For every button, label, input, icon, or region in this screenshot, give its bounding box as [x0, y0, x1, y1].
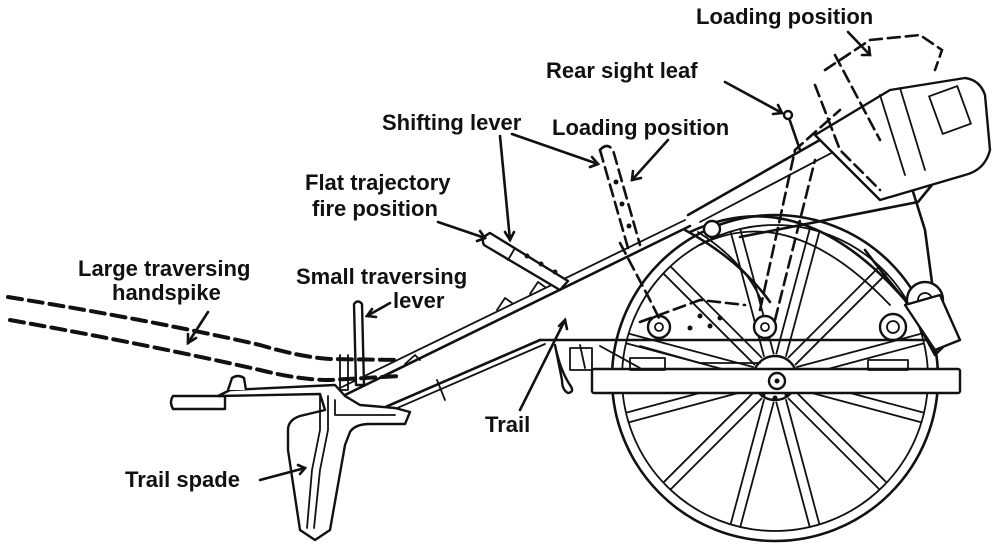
- label-small-traversing-line1: Small traversing: [296, 264, 467, 289]
- wheel-spoke: [795, 388, 922, 424]
- label-trail: Trail: [485, 412, 530, 437]
- label-rear-sight-leaf: Rear sight leaf: [546, 58, 698, 83]
- shifting-lever-flat: [481, 231, 570, 292]
- shifting-lever-loading: [598, 144, 642, 250]
- wheel-spoke: [739, 401, 775, 528]
- top-carriage: [646, 33, 992, 357]
- wheel-spoke: [628, 388, 755, 424]
- label-large-traversing-line2: handspike: [112, 280, 221, 305]
- wheel-spoke: [785, 398, 821, 525]
- wheel-spoke: [663, 390, 756, 483]
- label-loading-position-breech: Loading position: [696, 4, 873, 29]
- labels: Loading position Rear sight leaf Shiftin…: [78, 4, 873, 492]
- wheel-spoke: [729, 398, 765, 525]
- small-traversing-lever: [339, 300, 366, 391]
- large-traversing-handspike: [6, 295, 402, 383]
- label-large-traversing-line1: Large traversing: [78, 256, 250, 281]
- arrow-rear-sight-leaf: [723, 80, 784, 115]
- wheel-spoke: [670, 397, 763, 490]
- wheel-spoke: [663, 273, 756, 366]
- wheel-spoke: [785, 231, 821, 358]
- arrow-flat-trajectory: [436, 220, 487, 240]
- wheel-spokes: [625, 228, 925, 528]
- arrow-loading-position-lever: [630, 138, 670, 182]
- wheel-spoke: [670, 266, 763, 359]
- wheel-spoke: [794, 273, 887, 366]
- arrow-small-traversing: [365, 301, 392, 318]
- label-flat-trajectory-line2: fire position: [312, 196, 438, 221]
- leader-arrows: [186, 30, 872, 482]
- arrow-trail-spade: [258, 466, 307, 482]
- label-shifting-lever: Shifting lever: [382, 110, 522, 135]
- wheel-spoke: [775, 228, 811, 355]
- arrow-loading-position-breech: [846, 30, 872, 57]
- arrow-shifting-lever-flat: [498, 134, 512, 242]
- label-flat-trajectory-line1: Flat trajectory: [305, 170, 451, 195]
- wheel-spoke: [794, 390, 887, 483]
- arrow-trail: [518, 318, 567, 412]
- wheel-spoke: [787, 397, 880, 490]
- wheel-spoke: [787, 266, 880, 359]
- label-trail-spade: Trail spade: [125, 467, 240, 492]
- carriage-axle-beam: [538, 338, 962, 395]
- hub-bolt: [772, 395, 778, 401]
- arrow-shifting-lever-loading: [510, 132, 600, 166]
- trail-spade: [169, 374, 412, 542]
- arrow-large-traversing: [186, 310, 210, 345]
- wheel-spoke: [775, 401, 811, 528]
- label-small-traversing-line2: lever: [393, 288, 445, 313]
- wheel: [610, 213, 940, 543]
- label-loading-position-lever: Loading position: [552, 115, 729, 140]
